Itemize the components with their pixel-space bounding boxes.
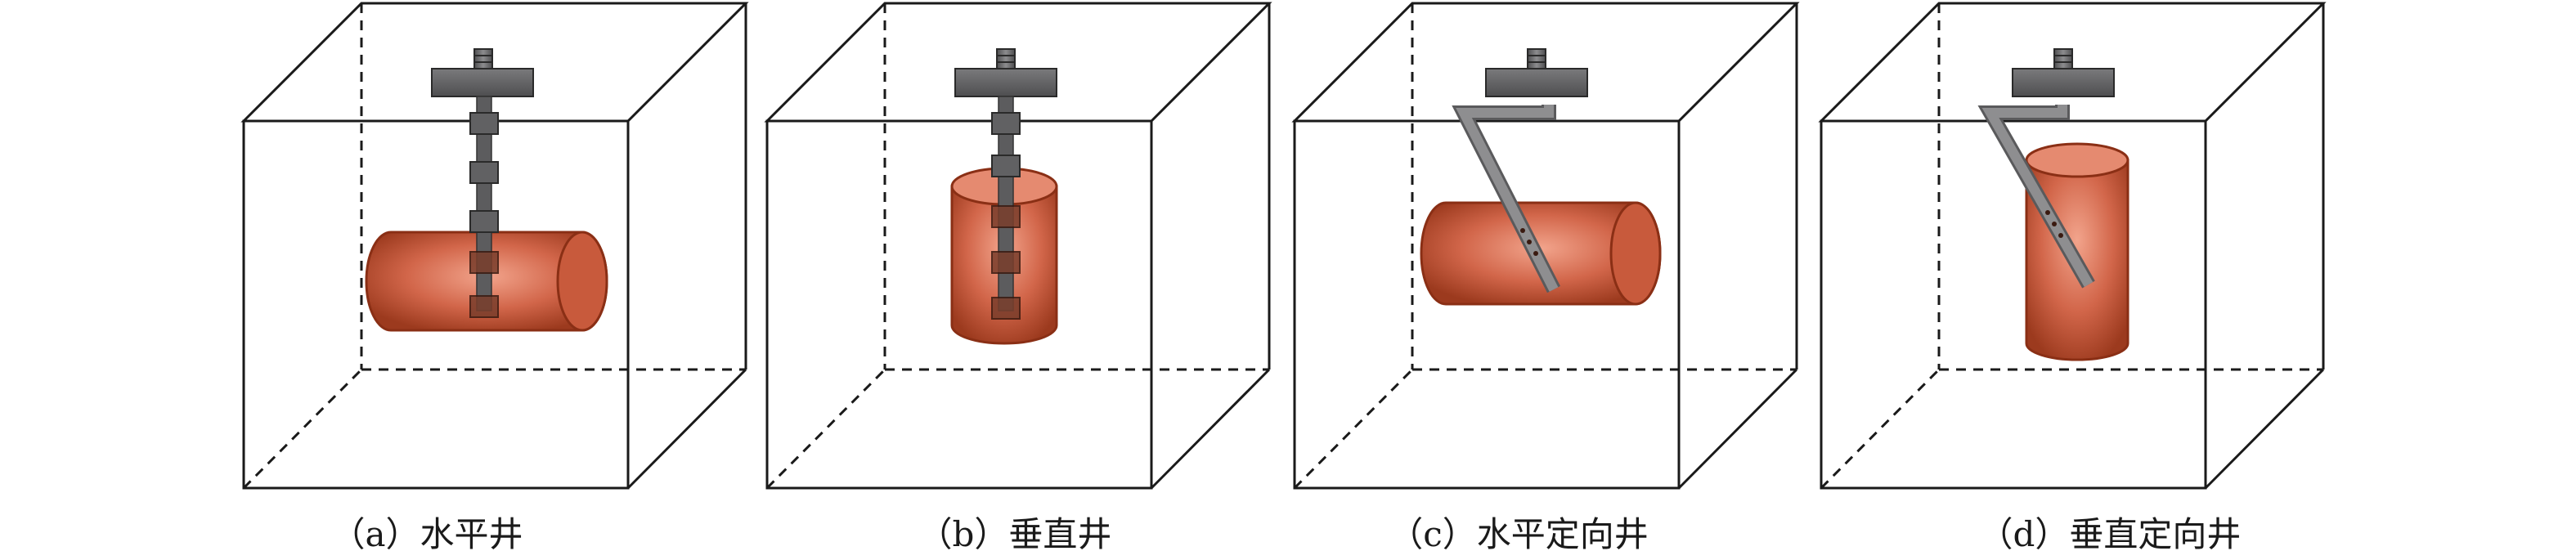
caption-vertical-well: （b）垂直井 xyxy=(918,514,1112,554)
perforation-dots xyxy=(1520,228,1538,256)
top-plate xyxy=(2012,68,2115,97)
cube-frame xyxy=(764,2,1272,490)
cube-frame xyxy=(240,2,749,490)
deviated-rod xyxy=(1977,105,2095,289)
bolt-head xyxy=(1527,48,1546,71)
cube-frame xyxy=(1818,2,2327,490)
panel-a xyxy=(240,2,749,490)
well-string xyxy=(469,96,499,318)
bolt-head xyxy=(473,48,493,71)
panel-d xyxy=(1818,2,2327,490)
panel-b xyxy=(764,2,1272,490)
deviated-rod xyxy=(1452,105,1561,293)
top-plate xyxy=(954,68,1057,97)
top-plate xyxy=(1485,68,1588,97)
caption-vertical-directional-well: （d）垂直定向井 xyxy=(1978,514,2242,554)
well-string xyxy=(991,96,1021,320)
bolt-head xyxy=(2053,48,2073,71)
perforation-dots xyxy=(2045,210,2063,238)
caption-horizontal-well: （a）水平井 xyxy=(330,514,523,554)
top-plate xyxy=(431,68,534,97)
cube-frame xyxy=(1291,2,1800,490)
bolt-head xyxy=(996,48,1016,71)
caption-horizontal-directional-well: （c）水平定向井 xyxy=(1389,514,1649,554)
panel-c xyxy=(1291,2,1800,490)
